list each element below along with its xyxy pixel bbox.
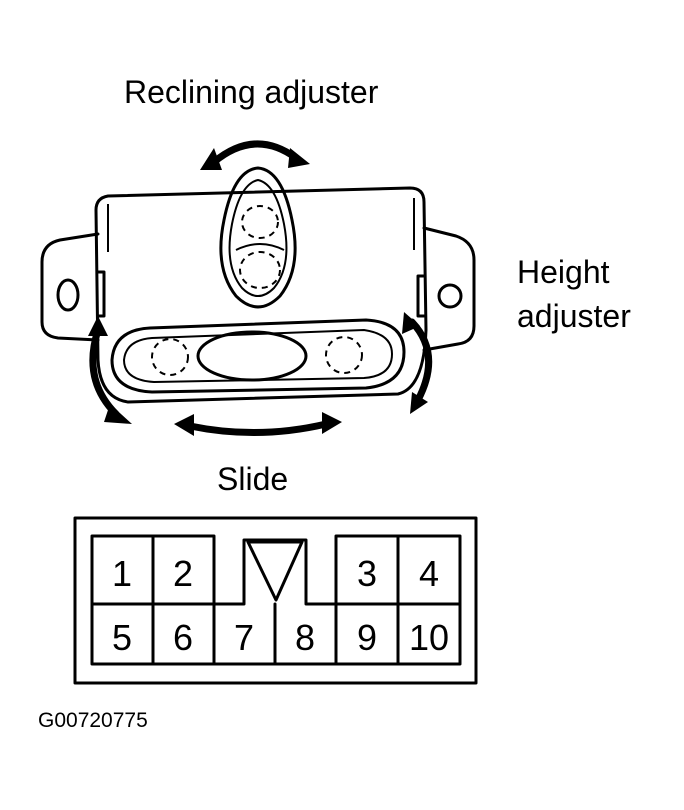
connector-outer-frame [73, 516, 478, 685]
reclining-arrow-icon [200, 140, 310, 170]
pin-8-label: 8 [295, 617, 315, 658]
height-adjuster-label-line2: adjuster [517, 298, 631, 334]
pin-1-label: 1 [112, 553, 132, 594]
pin-6-label: 6 [173, 617, 193, 658]
right-side-bracket [416, 274, 426, 318]
pin-5-label: 5 [112, 617, 132, 658]
slide-knob-dashed-right [325, 336, 363, 374]
height-adjuster-label-line1: Height [517, 254, 610, 290]
left-side-bracket [96, 270, 106, 318]
pin-4-label: 4 [419, 553, 439, 594]
pin-10-label: 10 [409, 617, 449, 658]
reclining-knob-dashed-lower [239, 251, 281, 289]
slide-height-adjuster-knob [110, 318, 406, 394]
pin-3-label: 3 [357, 553, 377, 594]
height-arrow-right-icon [402, 312, 433, 414]
reclining-adjuster-knob [219, 166, 297, 309]
seat-switch-assembly [40, 166, 476, 404]
pin-7-label: 7 [234, 617, 254, 658]
slide-knob-dashed-left [151, 338, 189, 376]
left-mounting-hole [56, 278, 80, 312]
slide-knob-center-pad [196, 330, 308, 382]
connector-key-notch [246, 540, 304, 602]
reclining-knob-dashed-upper [241, 205, 279, 239]
right-mounting-hole [437, 283, 463, 309]
connector-face: 1 2 3 4 5 6 7 8 9 10 [73, 516, 478, 685]
slide-arrow-icon [174, 412, 342, 436]
pin-2-label: 2 [173, 553, 193, 594]
left-mounting-tab [40, 232, 100, 342]
switch-housing [94, 186, 428, 404]
slide-label: Slide [217, 461, 288, 497]
reclining-adjuster-label: Reclining adjuster [124, 74, 379, 110]
figure-code: G00720775 [38, 709, 148, 732]
height-arrow-left-icon [88, 316, 132, 424]
pin-9-label: 9 [357, 617, 377, 658]
right-mounting-tab [422, 226, 476, 352]
